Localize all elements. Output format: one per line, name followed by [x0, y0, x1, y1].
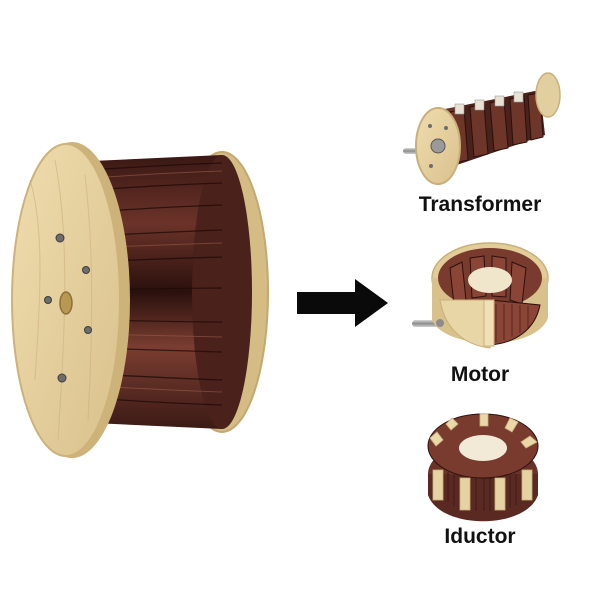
motor-label: Motor — [450, 363, 510, 386]
inductor-label: Iductor — [444, 525, 516, 548]
toroid-inductor-icon — [427, 413, 539, 522]
wire-spool-icon — [11, 142, 269, 458]
motor-icon — [412, 242, 549, 349]
transformer-icon — [403, 72, 561, 185]
transformer-label: Transformer — [418, 193, 542, 216]
right-arrow-icon — [297, 279, 388, 327]
